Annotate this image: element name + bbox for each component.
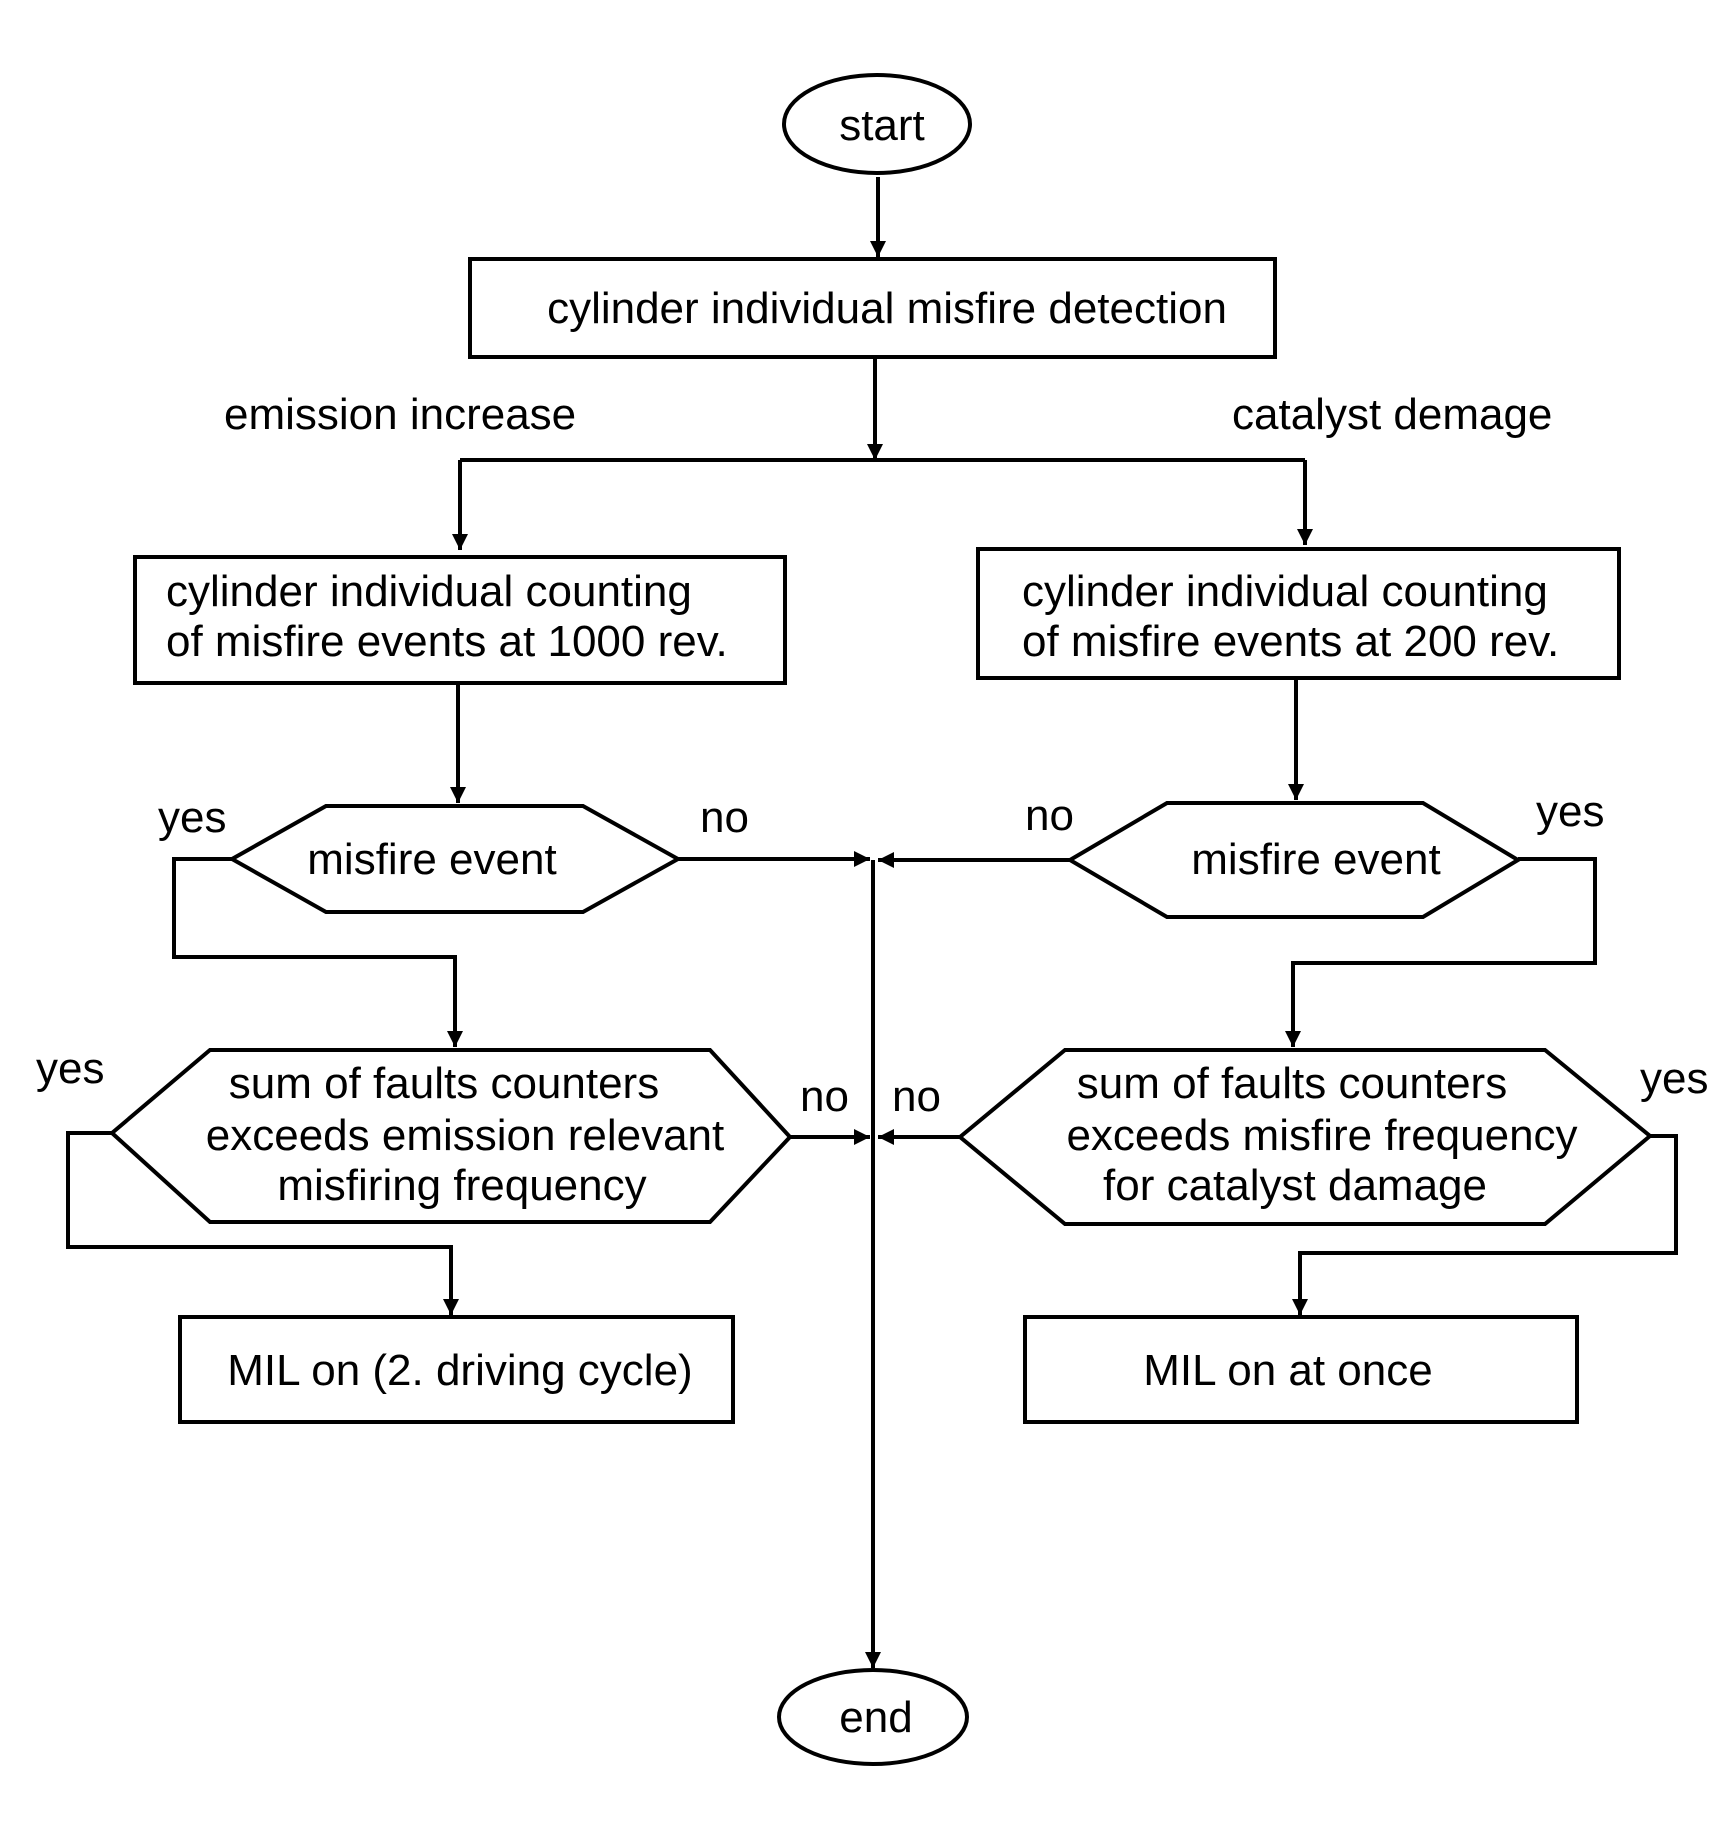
sum-catalyst-line-3: for catalyst damage xyxy=(1103,1161,1487,1210)
detection-label: cylinder individual misfire detection xyxy=(547,284,1227,333)
mil-catalyst-box: MIL on at once xyxy=(1023,1315,1579,1424)
sum-emission-decision: sum of faults counters exceeds emission … xyxy=(108,1048,793,1224)
count-catalyst-box: cylinder individual counting of misfire … xyxy=(976,547,1621,680)
sum-catalyst-yes-label: yes xyxy=(1640,1054,1708,1103)
edge-right-sum-yes xyxy=(1292,1134,1678,1315)
misfire-left-no-label: no xyxy=(700,793,749,842)
misfire-decision-left: misfire event xyxy=(227,804,683,914)
sum-emission-line-1: sum of faults counters xyxy=(229,1059,659,1108)
edge-left-sum-yes xyxy=(66,1131,459,1315)
sum-catalyst-decision: sum of faults counters exceeds misfire f… xyxy=(956,1048,1654,1226)
mil-catalyst-label: MIL on at once xyxy=(1143,1346,1432,1395)
misfire-decision-right: misfire event xyxy=(1066,801,1522,919)
sum-catalyst-line-1: sum of faults counters xyxy=(1077,1059,1507,1108)
count-catalyst-line-2: of misfire events at 200 rev. xyxy=(1022,617,1559,666)
count-emission-box: cylinder individual counting of misfire … xyxy=(133,555,787,685)
misfire-left-label: misfire event xyxy=(307,835,556,884)
sum-emission-line-2: exceeds emission relevant xyxy=(206,1111,724,1160)
detection-box: cylinder individual misfire detection xyxy=(468,257,1277,359)
count-emission-line-1: cylinder individual counting xyxy=(166,567,692,616)
connectors xyxy=(66,177,1678,1668)
count-emission-line-2: of misfire events at 1000 rev. xyxy=(166,617,728,666)
sum-catalyst-line-2: exceeds misfire frequency xyxy=(1066,1111,1577,1160)
end-terminal: end xyxy=(777,1668,969,1766)
misfire-right-no-label: no xyxy=(1025,791,1074,840)
mil-emission-box: MIL on (2. driving cycle) xyxy=(178,1315,735,1424)
branch-label-catalyst-damage: catalyst demage xyxy=(1232,390,1552,439)
branch-label-emission-increase: emission increase xyxy=(224,390,576,439)
misfire-right-label: misfire event xyxy=(1191,835,1440,884)
start-label: start xyxy=(839,101,925,150)
mil-emission-label: MIL on (2. driving cycle) xyxy=(227,1346,692,1395)
sum-emission-no-label: no xyxy=(800,1072,849,1121)
misfire-left-yes-label: yes xyxy=(158,793,226,842)
start-terminal: start xyxy=(782,73,972,175)
edge-right-misfire-yes xyxy=(1285,857,1597,1047)
edge-left-misfire-yes xyxy=(172,857,463,1047)
count-catalyst-line-1: cylinder individual counting xyxy=(1022,567,1548,616)
sum-emission-line-3: misfiring frequency xyxy=(277,1161,646,1210)
sum-catalyst-no-label: no xyxy=(892,1072,941,1121)
end-label: end xyxy=(839,1693,912,1742)
sum-emission-yes-label: yes xyxy=(36,1044,104,1093)
misfire-right-yes-label: yes xyxy=(1536,787,1604,836)
